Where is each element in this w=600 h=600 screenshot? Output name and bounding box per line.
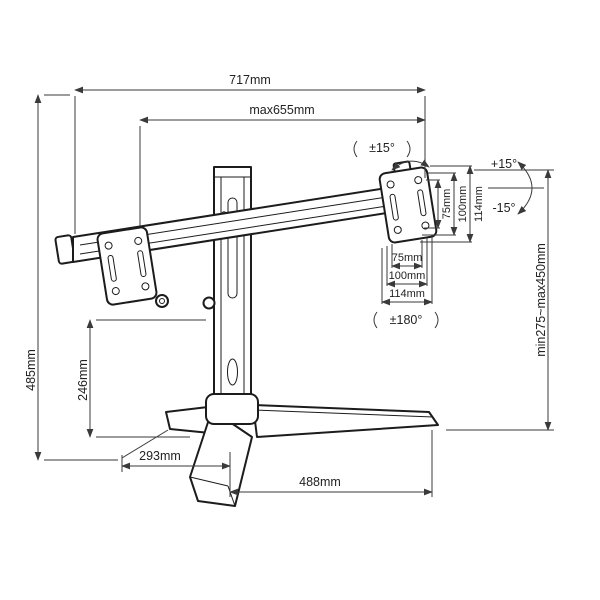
vesa-left-slot-left — [107, 254, 117, 282]
base-leg-front-facet-1 — [189, 476, 229, 487]
label-column-height: 246mm — [76, 359, 90, 401]
witness-293-diagonal — [121, 429, 169, 459]
tilt-label-paren-right — [406, 140, 411, 158]
base-leg-right-edge — [253, 409, 434, 418]
label-max-width: max655mm — [249, 103, 314, 117]
column-oval-hole — [227, 358, 238, 386]
vesa-right-slot-left — [389, 193, 399, 221]
column-slot — [227, 197, 238, 299]
vesa-left-hole-bl — [111, 287, 120, 296]
vesa-right-hole-br — [421, 221, 430, 230]
label-tilt-range: ±15° — [369, 141, 395, 155]
vesa-plate-right — [378, 160, 438, 244]
stand-base — [165, 393, 439, 507]
swivel-paren-right — [434, 311, 439, 329]
tilt-label-paren-left — [353, 140, 358, 158]
label-swivel-range: ±180° — [390, 313, 423, 327]
label-overall-width: 717mm — [229, 73, 271, 87]
vesa-right-hole-bl — [393, 225, 402, 234]
vesa-left-knob — [155, 294, 169, 308]
vesa-right-body — [378, 166, 438, 244]
label-height-range: min275~max450mm — [534, 243, 548, 357]
stand-column — [202, 166, 252, 411]
tilt-arc-top — [391, 159, 430, 171]
vesa-left-hole-br — [141, 282, 150, 291]
height-knob — [202, 296, 216, 310]
vesa-right-hole-tr — [414, 176, 423, 185]
label-vesa-side-plate: 114mm — [473, 186, 485, 222]
base-hub — [205, 393, 259, 425]
label-vesa-front-hole: 75mm — [392, 252, 423, 264]
label-base-depth: 293mm — [139, 449, 181, 463]
label-overall-height: 485mm — [24, 349, 38, 391]
tilt-range-arc — [517, 161, 533, 215]
base-leg-right — [252, 404, 439, 438]
vesa-left-body — [96, 226, 158, 306]
dimension-labels: 717mm max655mm 485mm 246mm min275~max450… — [24, 73, 548, 489]
vesa-left-hole-tr — [134, 236, 143, 245]
vesa-right-hole-tl — [386, 180, 395, 189]
vesa-plate-left — [96, 226, 169, 308]
stand-drawing — [54, 160, 439, 507]
vesa-left-hole-tl — [104, 241, 113, 250]
dimension-lines — [34, 86, 554, 497]
label-vesa-front-plate: 114mm — [389, 288, 425, 300]
label-vesa-side-slot: 100mm — [457, 186, 469, 223]
vesa-right-slot-right — [417, 189, 427, 217]
label-base-width: 488mm — [299, 475, 341, 489]
swivel-paren-left — [373, 311, 378, 329]
label-vesa-front-slot: 100mm — [389, 270, 426, 282]
vesa-left-slot-right — [137, 250, 147, 278]
column-body — [213, 166, 252, 411]
label-vesa-side-hole: 75mm — [441, 189, 453, 220]
label-tilt-up: +15° — [491, 157, 517, 171]
label-tilt-down: -15° — [492, 201, 515, 215]
base-leg-rear — [165, 406, 211, 434]
vesa-left-knob-center — [159, 298, 165, 304]
